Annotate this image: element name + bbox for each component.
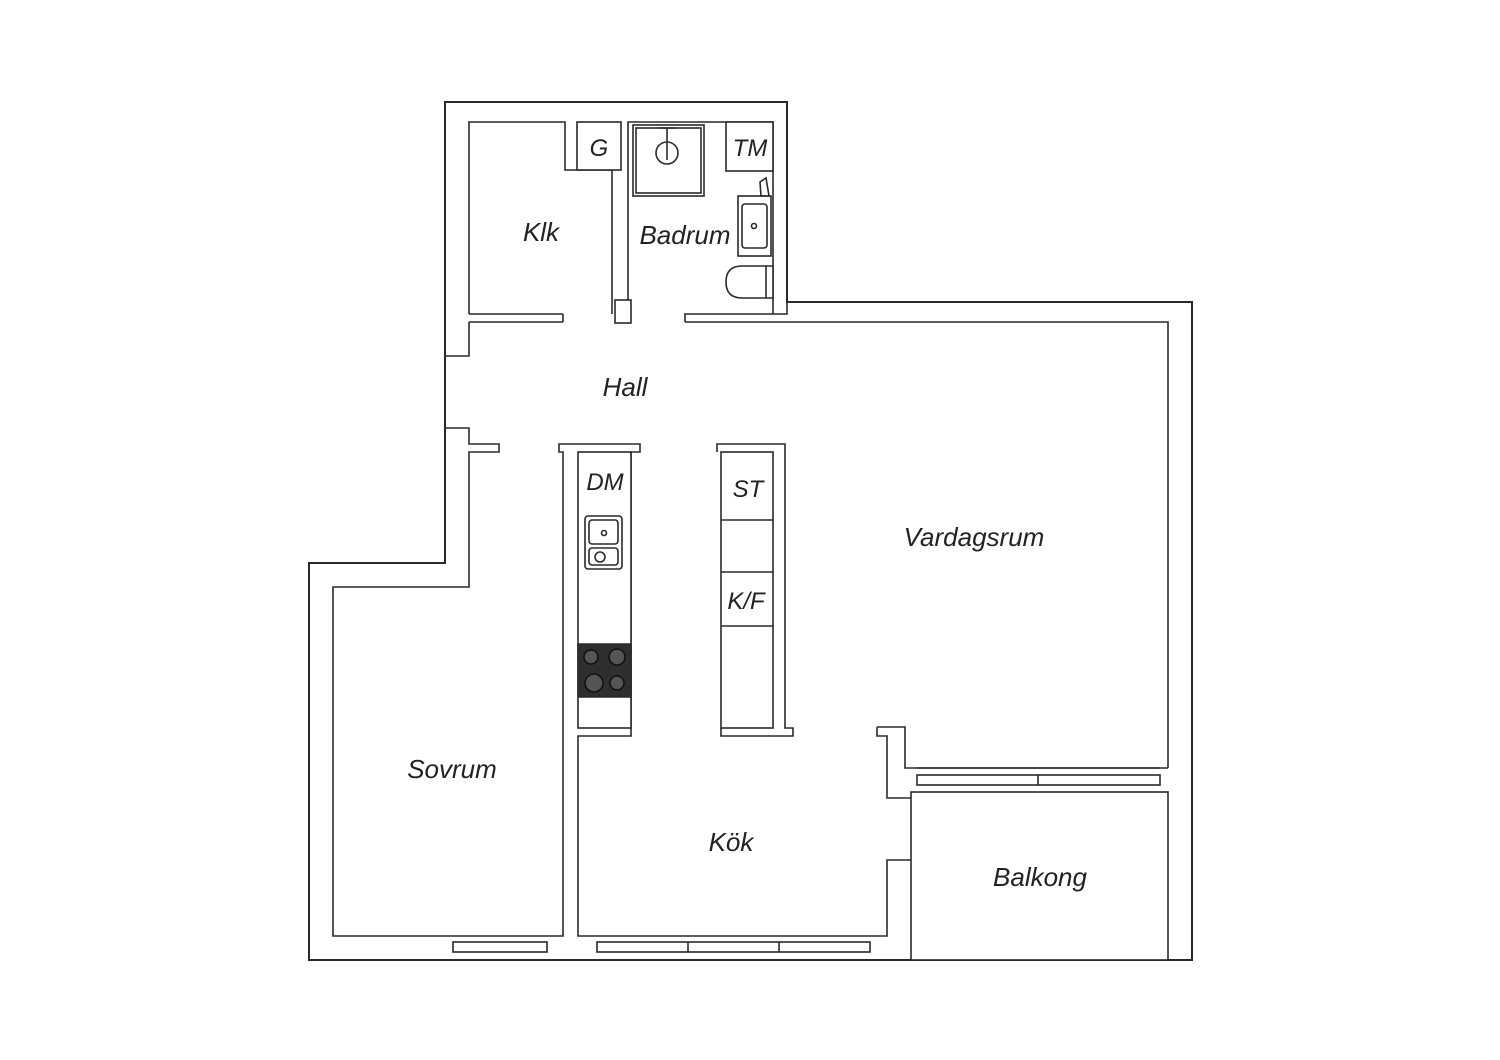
hall-left-wall xyxy=(445,322,470,357)
kok-window xyxy=(596,941,871,953)
hall-top-wall xyxy=(684,302,788,322)
vardagsrum-top-wall xyxy=(685,321,1169,768)
kitchen-sink-drainer xyxy=(588,547,619,566)
room-label-hall: Hall xyxy=(603,372,649,402)
room-label-klk: Klk xyxy=(523,217,561,247)
bathroom-basin-tap xyxy=(759,176,770,197)
room-label-sovrum: Sovrum xyxy=(407,754,497,784)
kitchen-sink-drain xyxy=(600,529,608,537)
fixture-label-g: G xyxy=(590,135,609,162)
klk-badrum-wall-stub xyxy=(614,299,632,324)
balkong-room xyxy=(910,791,1169,961)
shower-tray xyxy=(635,127,702,194)
stove-burner-3 xyxy=(584,673,604,693)
stove-burner-1 xyxy=(583,649,599,665)
fixture-label-tm: TM xyxy=(733,135,768,162)
kitchen-tall-units-frame xyxy=(716,443,794,737)
stove-burner-4 xyxy=(609,675,625,691)
kok-right-wall xyxy=(876,727,911,799)
hall-left-wall-lower xyxy=(332,427,911,937)
room-label-vardagsrum: Vardagsrum xyxy=(904,522,1045,552)
stove-burner-2 xyxy=(608,648,626,666)
klk-room-outline xyxy=(468,121,613,314)
room-label-badrum: Badrum xyxy=(639,220,730,250)
g-cabinet xyxy=(576,121,622,171)
bathroom-basin-bowl xyxy=(741,203,768,249)
badrum-room-outline xyxy=(627,121,774,314)
fixture-label-dm: DM xyxy=(586,469,623,496)
kitchen-sink-tap xyxy=(594,551,606,563)
sovrum-window xyxy=(452,941,548,953)
kitchen-tall-units xyxy=(720,451,774,729)
fixture-label-kf: K/F xyxy=(727,588,766,615)
tm-cabinet xyxy=(725,121,774,172)
fixture-label-st: ST xyxy=(733,476,766,503)
bathroom-basin-drain xyxy=(750,222,758,230)
toilet xyxy=(725,265,774,299)
room-label-kok: Kök xyxy=(709,827,756,857)
kitchen-sink-basin xyxy=(588,519,619,545)
room-label-balkong: Balkong xyxy=(993,862,1087,892)
